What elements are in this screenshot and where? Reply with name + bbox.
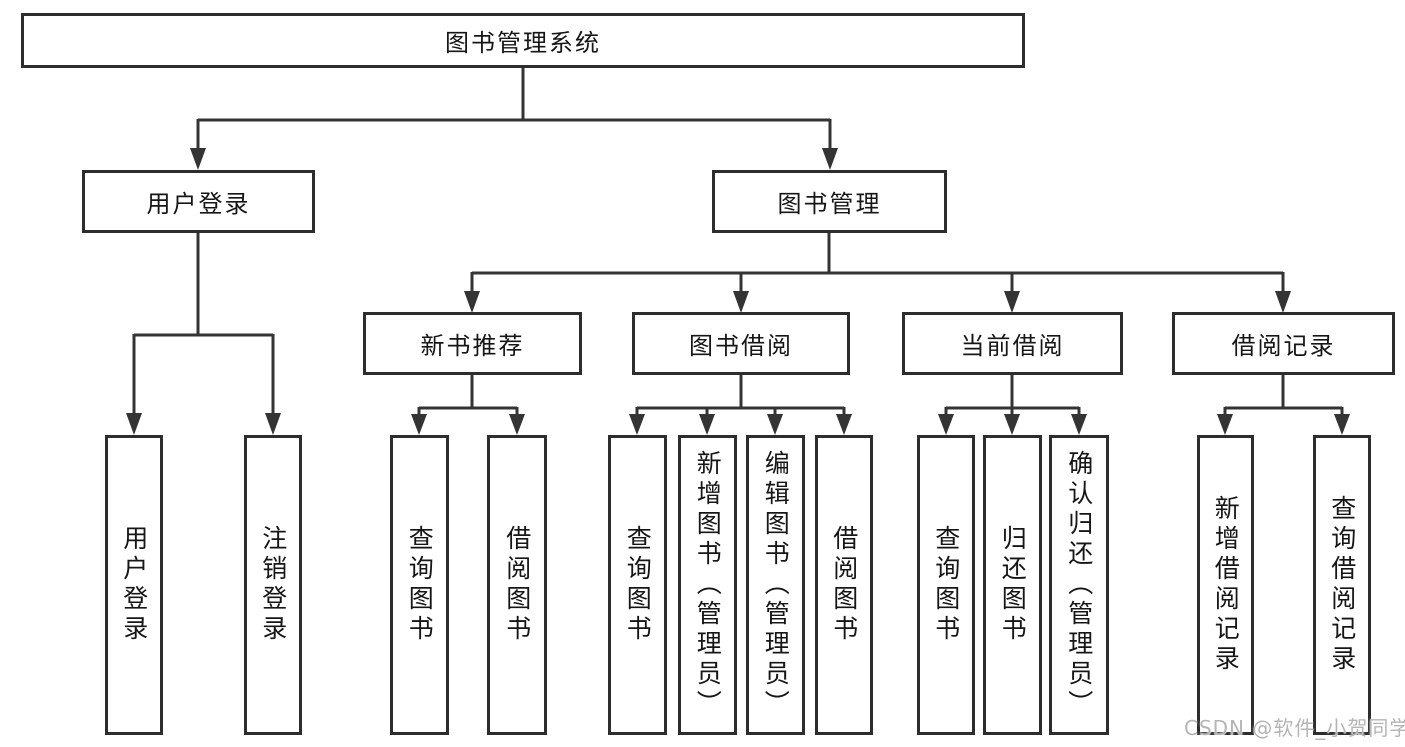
node-library-management-system: 图书管理系统 bbox=[21, 13, 1025, 68]
leaf-confirm-return-admin: 确认归还（管理员） bbox=[1049, 435, 1109, 735]
leaf-borrow-query-books: 查询图书 bbox=[608, 435, 667, 735]
node-new-book-recommend: 新书推荐 bbox=[363, 312, 582, 375]
leaf-query-borrow-record: 查询借阅记录 bbox=[1313, 435, 1371, 735]
leaf-user-login: 用户登录 bbox=[105, 435, 163, 735]
node-book-management-group: 图书管理 bbox=[712, 170, 947, 233]
node-current-borrow: 当前借阅 bbox=[902, 312, 1123, 375]
leaf-recommend-query-books: 查询图书 bbox=[390, 435, 449, 735]
leaf-edit-books-admin: 编辑图书（管理员） bbox=[746, 435, 805, 735]
leaf-current-query-books: 查询图书 bbox=[917, 435, 975, 735]
leaf-logout: 注销登录 bbox=[244, 435, 302, 735]
node-book-borrow: 图书借阅 bbox=[632, 312, 850, 375]
csdn-watermark: CSDN @软件_小贺同学 bbox=[1184, 716, 1405, 740]
leaf-recommend-borrow-books: 借阅图书 bbox=[487, 435, 547, 735]
leaf-add-books-admin: 新增图书（管理员） bbox=[678, 435, 737, 735]
node-user-login-group: 用户登录 bbox=[82, 170, 315, 233]
leaf-borrow-books: 借阅图书 bbox=[815, 435, 873, 735]
node-borrow-records: 借阅记录 bbox=[1172, 312, 1395, 375]
leaf-return-books: 归还图书 bbox=[983, 435, 1042, 735]
leaf-add-borrow-record: 新增借阅记录 bbox=[1197, 435, 1254, 735]
